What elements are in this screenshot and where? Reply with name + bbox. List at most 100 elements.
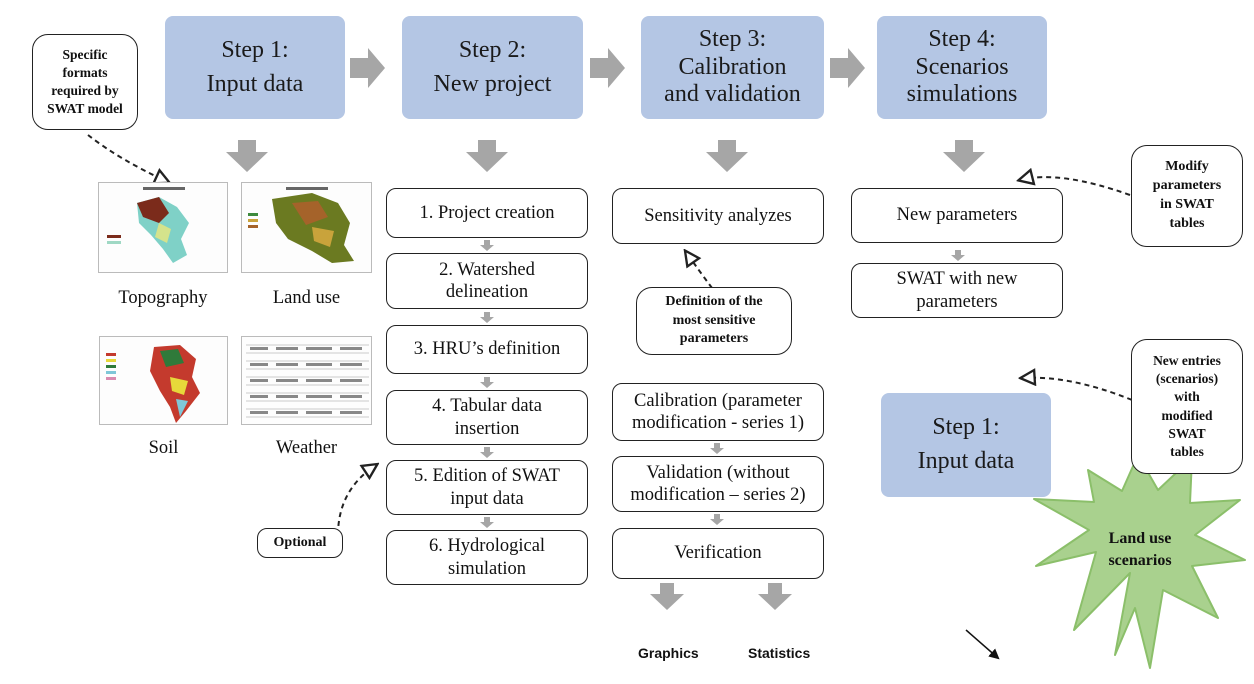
step4-title: Step 4:: [928, 26, 996, 53]
callout-text: modified: [1161, 407, 1213, 423]
step3-box: Step 3: Calibration and validation: [641, 16, 824, 119]
small-arrow: [951, 250, 965, 261]
box-text: input data: [450, 488, 524, 509]
callout-modify-parameters: Modify parameters in SWAT tables: [1131, 145, 1243, 247]
box-text: 5. Edition of SWAT: [414, 466, 560, 487]
step1-repeat-title: Step 1:: [932, 414, 1000, 441]
down-arrow-statistics: [758, 583, 792, 610]
verification-box: Verification: [612, 528, 824, 579]
connector-new-entries: [1022, 378, 1133, 401]
callout-text: most sensitive: [672, 312, 756, 328]
land-use-label: Land use: [272, 288, 341, 308]
connector-modify: [1020, 177, 1131, 196]
box-text: 2. Watershed: [439, 259, 535, 280]
callout-text: formats: [62, 64, 108, 80]
box-text: SWAT with new: [896, 269, 1018, 290]
step1-repeat-box: Step 1: Input data: [881, 393, 1051, 497]
arrow-step3-step4: [830, 48, 865, 88]
hru-definition-box: 3. HRU’s definition: [386, 325, 588, 374]
step4-line3: simulations: [906, 81, 1018, 108]
box-text: insertion: [454, 418, 520, 439]
connector-optional: [337, 465, 376, 536]
callout-connectors: [87, 134, 1133, 536]
box-text: modification - series 1): [631, 413, 805, 433]
box-text: simulation: [447, 558, 527, 579]
weather-label: Weather: [275, 438, 338, 458]
step2-box: Step 2: New project: [402, 16, 583, 119]
callout-text: (scenarios): [1155, 371, 1219, 387]
step2-title: Step 2:: [458, 36, 527, 63]
box-text: modification – series 2): [630, 485, 806, 505]
sensitivity-analyzes-box: Sensitivity analyzes: [612, 188, 824, 244]
step4-box: Step 4: Scenarios simulations: [877, 16, 1047, 119]
callout-text: parameters: [679, 331, 749, 347]
land-use-map-image: [241, 182, 372, 273]
star-text: Land use: [1108, 530, 1172, 547]
down-arrow-step3: [706, 140, 748, 172]
arrow-to-star: [965, 629, 1000, 660]
down-arrow-step4: [943, 140, 985, 172]
callout-text: Definition of the: [665, 293, 763, 309]
step3-line3: and validation: [664, 81, 801, 108]
box-text: 4. Tabular data: [432, 396, 542, 417]
weather-table-image: [241, 336, 372, 425]
statistics-label: Statistics: [748, 645, 811, 661]
small-arrow: [480, 312, 494, 323]
step1-repeat-subtitle: Input data: [917, 448, 1015, 474]
callout-definition: Definition of the most sensitive paramet…: [636, 287, 792, 355]
star-label: Land use scenarios: [1085, 528, 1195, 573]
callout-text: New entries: [1153, 352, 1221, 368]
box-text: parameters: [916, 291, 998, 312]
topography-label: Topography: [118, 288, 208, 308]
down-arrow-step2: [466, 140, 508, 172]
small-arrow: [480, 240, 494, 251]
callout-text: tables: [1169, 215, 1205, 231]
callout-optional: Optional: [257, 528, 343, 558]
land-use-star: [1033, 454, 1246, 669]
small-arrow: [710, 443, 724, 454]
small-arrow: [480, 517, 494, 528]
arrow-step1-step2: [350, 48, 385, 88]
project-creation-box: 1. Project creation: [386, 188, 588, 238]
callout-text: required by: [51, 83, 119, 98]
callout-text: parameters: [1152, 178, 1222, 194]
box-text: Calibration (parameter: [634, 390, 802, 411]
callout-text: SWAT model: [47, 101, 123, 117]
box-text: Validation (without: [646, 462, 790, 483]
down-arrow-step1: [226, 140, 268, 172]
callout-text: Specific: [62, 46, 108, 62]
star-text: scenarios: [1108, 552, 1172, 570]
step4-line2: Scenarios: [915, 53, 1009, 80]
step3-title: Step 3:: [698, 26, 767, 53]
soil-label: Soil: [148, 438, 179, 458]
step1-title: Step 1:: [221, 36, 289, 63]
step2-subtitle: New project: [433, 70, 552, 97]
box-text: 6. Hydrological: [428, 536, 546, 557]
new-parameters-box: New parameters: [851, 188, 1063, 243]
graphics-label: Graphics: [638, 645, 699, 661]
callout-text: tables: [1170, 443, 1204, 459]
callout-text: SWAT: [1168, 425, 1206, 441]
arrow-step2-step3: [590, 48, 625, 88]
box-text: delineation: [445, 282, 529, 302]
callout-specific-formats: Specific formats required by SWAT model: [32, 34, 138, 130]
step1-subtitle: Input data: [206, 70, 304, 97]
step3-line2: Calibration: [678, 53, 787, 80]
connector-definition: [686, 252, 713, 289]
callout-text: Modify: [1165, 159, 1209, 175]
soil-map-image: [99, 336, 228, 425]
topography-map-image: [98, 182, 228, 273]
small-arrow: [480, 447, 494, 458]
small-arrow: [480, 377, 494, 388]
small-arrow: [710, 514, 724, 525]
callout-text: in SWAT: [1160, 197, 1214, 212]
down-arrow-graphics: [650, 583, 684, 610]
